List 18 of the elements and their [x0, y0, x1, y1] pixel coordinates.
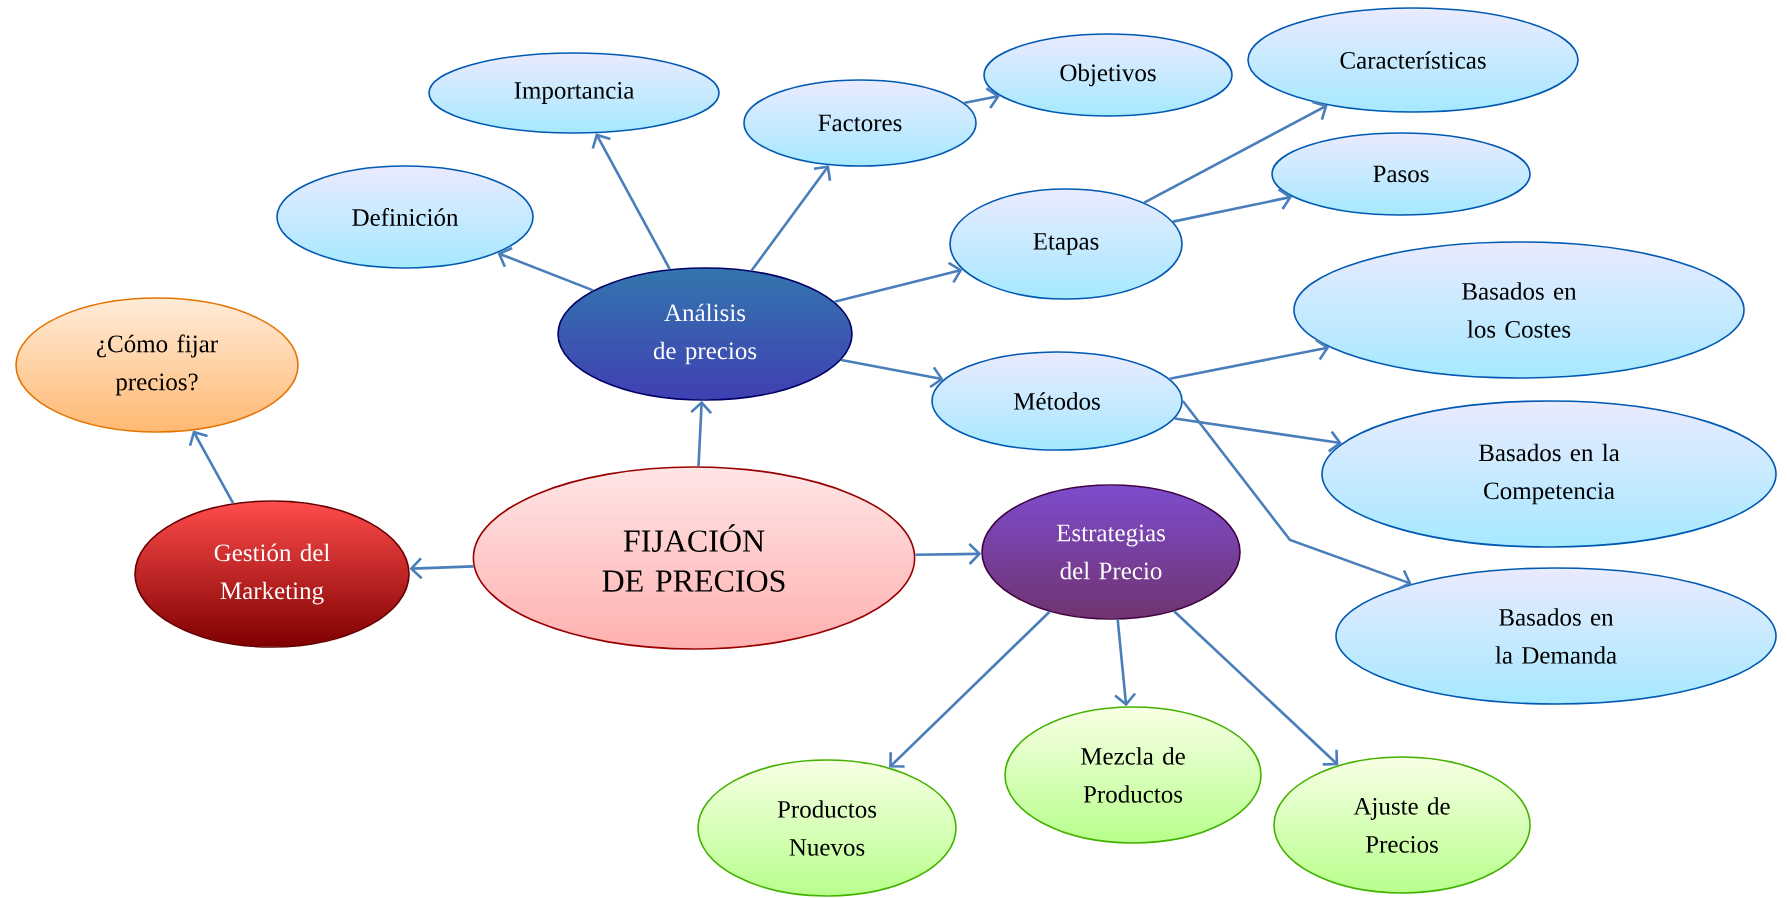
arrow [1181, 400, 1412, 591]
arrow [750, 165, 832, 272]
arrow [963, 87, 1000, 109]
arrow [834, 261, 963, 303]
arrow [1174, 417, 1342, 453]
arrow [1143, 100, 1328, 204]
arrow [1172, 188, 1293, 223]
arrow [1114, 619, 1137, 707]
arrow [841, 358, 944, 389]
arrow [915, 543, 982, 565]
arrow [1173, 610, 1339, 766]
arrow [497, 246, 594, 292]
arrow [889, 610, 1051, 768]
arrow [591, 133, 671, 270]
arrow [188, 430, 235, 504]
arrow [690, 400, 713, 467]
arrow [409, 557, 474, 580]
arrow [1169, 338, 1330, 381]
